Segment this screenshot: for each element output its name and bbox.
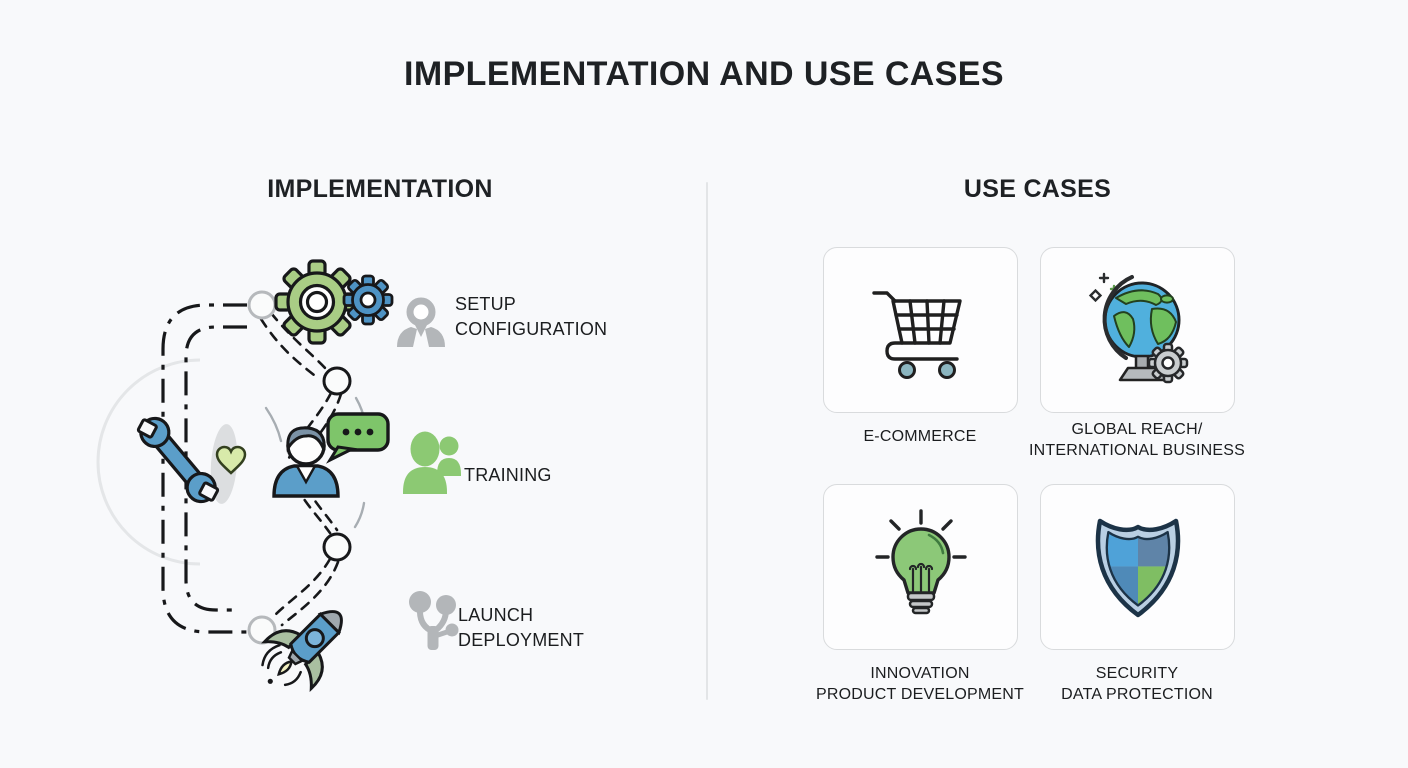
step-label-line: CONFIGURATION — [455, 319, 608, 339]
section-divider — [706, 182, 708, 700]
person-chat-icon — [272, 412, 390, 498]
node-circle-top — [247, 290, 277, 320]
use-case-label-security: SECURITY DATA PROTECTION — [1022, 663, 1252, 705]
globe-icon — [1088, 272, 1188, 384]
use-case-label-ecommerce: E-COMMERCE — [805, 426, 1035, 447]
use-cases-heading: USE CASES — [963, 175, 1112, 203]
background-arc — [96, 358, 201, 566]
heart-icon — [215, 445, 247, 475]
network-icon — [409, 591, 459, 650]
use-case-label-line: E-COMMERCE — [863, 428, 977, 445]
step-label-setup: SETUP CONFIGURATION — [455, 292, 607, 342]
person-pin-icon — [397, 297, 445, 347]
light-bulb-icon — [874, 509, 967, 615]
use-case-label-line: DATA PROTECTION — [1061, 686, 1213, 703]
globe-gear-icon — [1147, 342, 1188, 384]
use-case-label-line: PRODUCT DEVELOPMENT — [816, 686, 1024, 703]
people-icon — [403, 431, 461, 494]
use-case-label-line: INTERNATIONAL BUSINESS — [1029, 442, 1245, 459]
step-label-line: DEPLOYMENT — [458, 630, 585, 650]
step-label-line: SETUP — [455, 294, 517, 314]
implementation-heading: IMPLEMENTATION — [267, 175, 493, 203]
use-case-card-global — [1040, 247, 1235, 413]
step-label-line: LAUNCH — [458, 605, 534, 625]
use-case-card-ecommerce — [823, 247, 1018, 413]
step-label-launch: LAUNCH DEPLOYMENT — [458, 603, 584, 653]
shield-icon — [1095, 518, 1180, 618]
shopping-cart-icon — [871, 291, 962, 379]
use-case-label-line: GLOBAL REACH/ — [1071, 421, 1203, 438]
use-case-card-innovation — [823, 484, 1018, 650]
use-case-label-line: SECURITY — [1095, 665, 1179, 682]
node-circle-mid-1 — [322, 366, 352, 396]
wrench-icon — [136, 416, 220, 504]
small-gear-icon — [342, 274, 394, 326]
step-label-line: TRAINING — [464, 465, 552, 485]
rocket-icon — [261, 610, 343, 692]
use-case-label-line: INNOVATION — [870, 665, 970, 682]
node-circle-mid-2 — [322, 532, 352, 562]
use-case-label-innovation: INNOVATION PRODUCT DEVELOPMENT — [805, 663, 1035, 705]
use-case-card-security — [1040, 484, 1235, 650]
speech-bubble-icon — [325, 412, 390, 464]
page-title: IMPLEMENTATION AND USE CASES — [404, 55, 1004, 93]
use-case-label-global: GLOBAL REACH/ INTERNATIONAL BUSINESS — [1022, 419, 1252, 461]
gears-icon — [274, 259, 394, 345]
step-label-training: TRAINING — [464, 463, 552, 488]
implementation-flow-diagram — [96, 259, 461, 692]
